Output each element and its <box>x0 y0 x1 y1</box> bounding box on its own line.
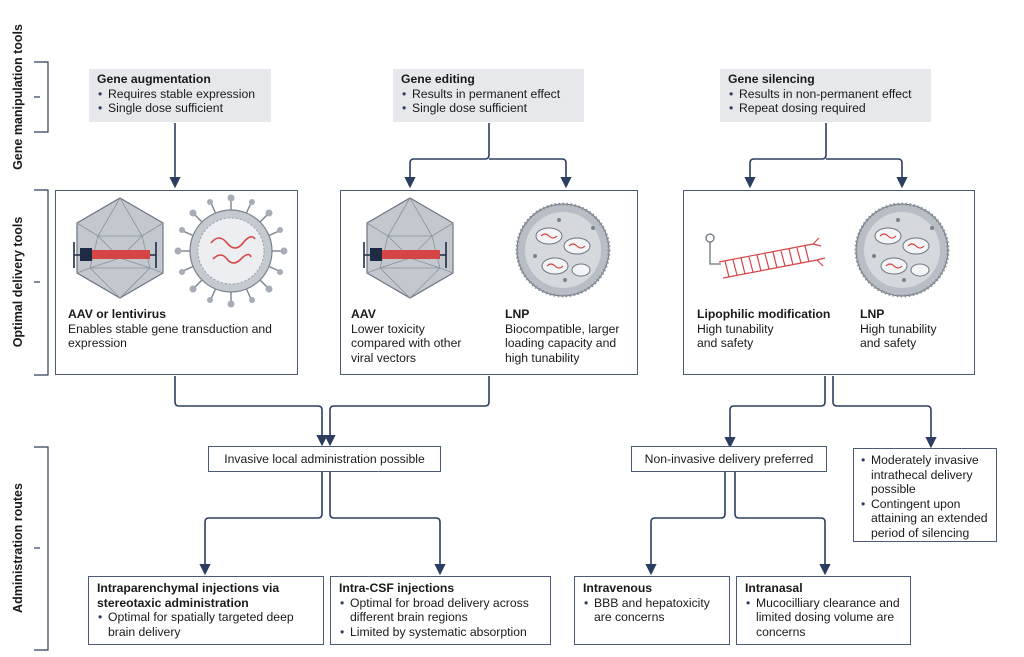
intravenous-title: Intravenous <box>583 581 653 595</box>
gene-editing-box: Gene editing Results in permanent effect… <box>393 69 584 122</box>
delivery-panel-augmentation <box>55 190 298 375</box>
section-label-delivery-tools: Optimal delivery tools <box>11 216 25 348</box>
section-brackets <box>34 61 49 651</box>
gene-silencing-title: Gene silencing <box>728 72 815 86</box>
intranasal-box: Intranasal Mucocilliary clearance and li… <box>736 576 911 645</box>
delivery-aug-title: AAV or lentivirus <box>68 307 166 321</box>
intravenous-box: Intravenous BBB and hepatoxicity are con… <box>574 576 730 645</box>
lipophilic-oligo-icon <box>705 233 826 279</box>
intranasal-bullet: Mucocilliary clearance and limited dosin… <box>745 596 902 640</box>
delivery-sil-lnp-title: LNP <box>860 307 885 321</box>
gene-augmentation-box: Gene augmentation Requires stable expres… <box>89 69 271 122</box>
arrows <box>169 123 937 576</box>
delivery-sil-lipo-text: Lipophilic modification High tunability … <box>697 307 847 351</box>
intrathecal-box: Moderately invasive intrathecal delivery… <box>853 448 997 542</box>
delivery-edit-lnp-title: LNP <box>505 307 530 321</box>
lnp-icon <box>515 202 611 298</box>
delivery-panel-editing <box>340 190 638 375</box>
intravenous-bullet: BBB and hepatoxicity are concerns <box>583 596 721 625</box>
delivery-sil-lnp-desc: High tunability and safety <box>860 321 937 351</box>
gene-editing-title: Gene editing <box>401 72 475 86</box>
intra-csf-box: Intra-CSF injections Optimal for broad d… <box>330 576 551 645</box>
lentivirus-icon <box>174 194 288 308</box>
delivery-edit-lnp-text: LNP Biocompatible, larger loading capaci… <box>505 307 633 365</box>
gene-silencing-bullet: Repeat dosing required <box>728 101 923 116</box>
gene-augmentation-bullet: Requires stable expression <box>97 87 263 102</box>
gene-editing-bullet: Single dose sufficient <box>401 101 576 116</box>
delivery-sil-lipo-title: Lipophilic modification <box>697 307 831 321</box>
section-label-gene-tools: Gene manipulation tools <box>11 24 25 170</box>
intrathecal-bullet: Contingent upon attaining an extended pe… <box>860 497 990 541</box>
delivery-aug-text: AAV or lentivirus Enables stable gene tr… <box>68 307 288 351</box>
invasive-local-box: Invasive local administration possible <box>208 446 441 472</box>
intra-csf-bullet: Optimal for broad delivery across differ… <box>339 596 542 625</box>
intraparenchymal-title: Intraparenchymal injections via stereota… <box>97 581 280 610</box>
gene-editing-bullet: Results in permanent effect <box>401 87 576 102</box>
aav-capsid-icon <box>73 197 164 299</box>
gene-augmentation-bullet: Single dose sufficient <box>97 101 263 116</box>
intranasal-title: Intranasal <box>745 581 803 595</box>
gene-silencing-bullet: Results in non-permanent effect <box>728 87 923 102</box>
delivery-edit-lnp-desc: Biocompatible, larger loading capacity a… <box>505 321 620 365</box>
delivery-panel-silencing <box>683 190 975 375</box>
delivery-edit-aav-desc: Lower toxicity compared with other viral… <box>351 321 462 365</box>
delivery-sil-lipo-desc: High tunability and safety <box>697 321 774 351</box>
section-label-admin-routes: Administration routes <box>11 483 25 613</box>
gene-silencing-box: Gene silencing Results in non-permanent … <box>720 69 931 122</box>
intra-csf-bullet: Limited by systematic absorption <box>339 625 542 640</box>
aav-capsid-icon <box>363 197 454 299</box>
intrathecal-bullet: Moderately invasive intrathecal delivery… <box>860 453 990 497</box>
intraparenchymal-bullet: Optimal for spatially targeted deep brai… <box>97 610 315 639</box>
noninvasive-box: Non-invasive delivery preferred <box>631 446 827 472</box>
intraparenchymal-box: Intraparenchymal injections via stereota… <box>88 576 324 645</box>
lnp-icon <box>854 202 950 298</box>
delivery-edit-aav-text: AAV Lower toxicity compared with other v… <box>351 307 481 365</box>
intra-csf-title: Intra-CSF injections <box>339 581 455 595</box>
delivery-edit-aav-title: AAV <box>351 307 376 321</box>
delivery-aug-desc: Enables stable gene transduction and exp… <box>68 321 272 351</box>
gene-augmentation-title: Gene augmentation <box>97 72 211 86</box>
delivery-sil-lnp-text: LNP High tunability and safety <box>860 307 960 351</box>
